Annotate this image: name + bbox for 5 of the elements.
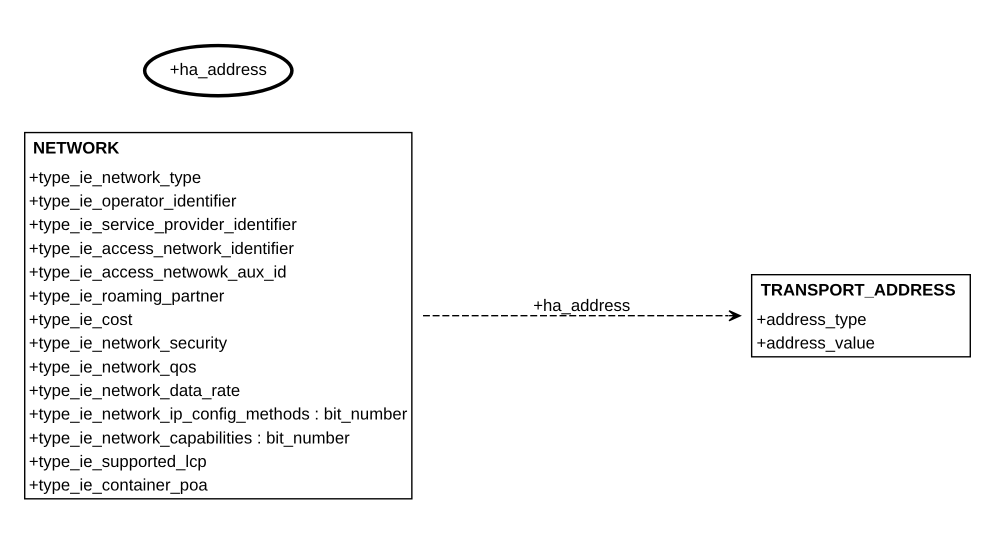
edge-label: +ha_address (533, 296, 630, 315)
node-ellipse: +ha_address (142, 44, 294, 98)
node-box: TRANSPORT_ADDRESS +address_type +address_value (750, 274, 971, 358)
arrow (423, 310, 741, 322)
node-box: NETWORK +type_ie_network_type +type_ie_operator_identifier +type_ie_service_provider_identifier +type_ie_access_network_identifier +type_ie_access_netwowk_aux_id +type_ie_roaming_partner +type_ie_cost +type_ie_network_security +type_ie_network_qos +type_ie_network_data_rate +type_ie_network_ip_config_methods : bit_number +type_ie_network_capabilities : bit_number +type_ie_supported_lcp +type_ie_container_poa (24, 132, 413, 500)
